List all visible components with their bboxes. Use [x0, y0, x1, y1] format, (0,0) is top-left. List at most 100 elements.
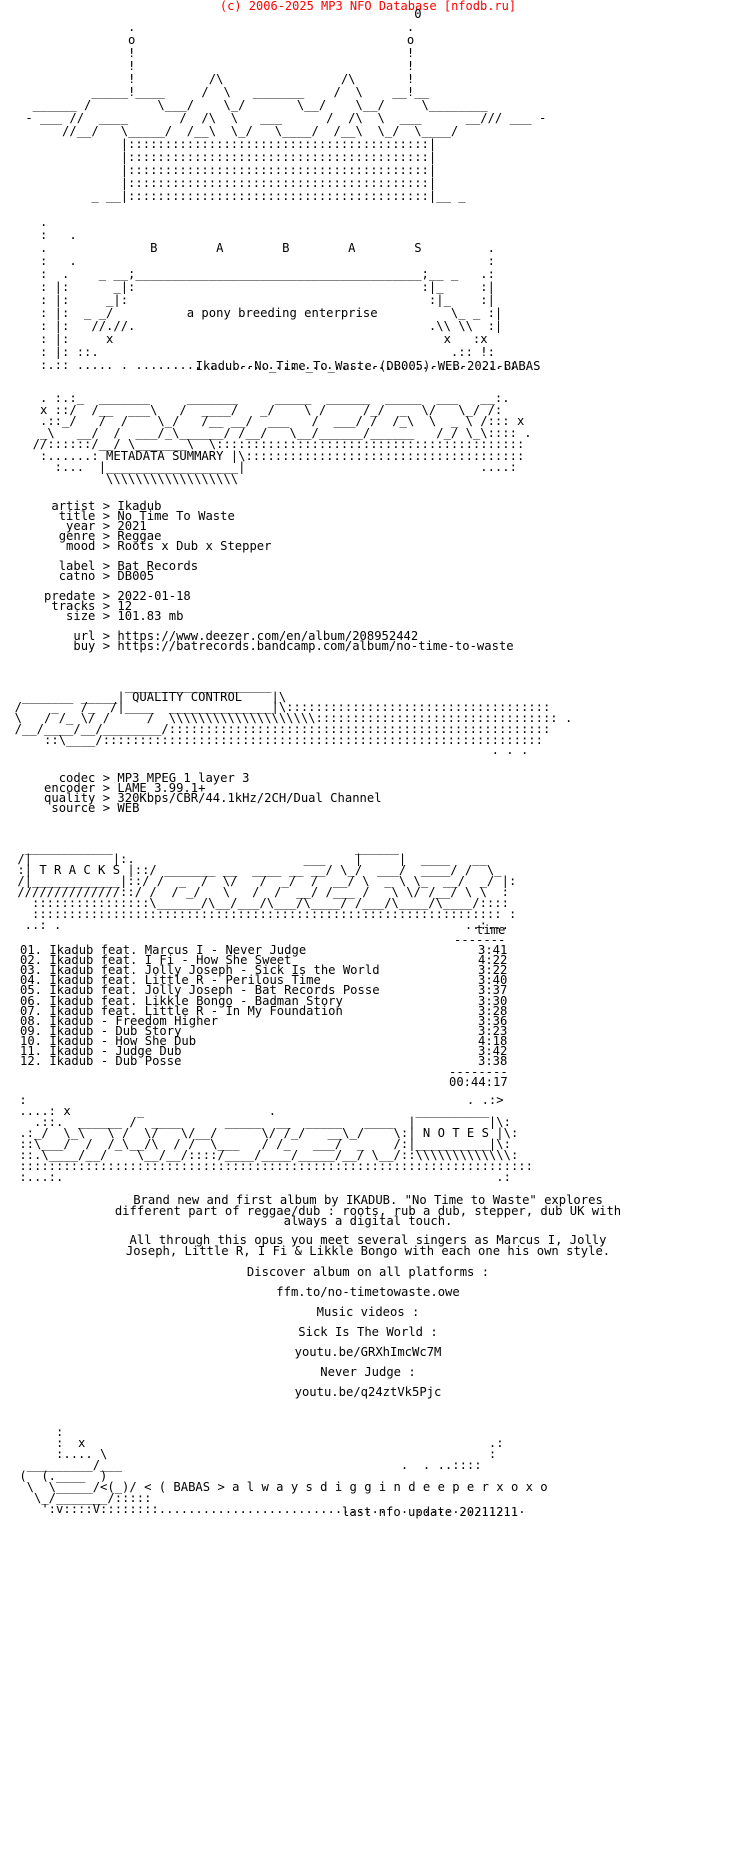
banner-art-line: :.:: ..... . ...........................… — [18, 358, 517, 372]
track-time: 3:42 — [478, 1044, 508, 1058]
notes-paragraph-1-line: different part of reggae/dub : roots, ru… — [114, 1203, 622, 1218]
metadata-key-label: label > Bat Records — [0, 559, 199, 573]
metadata-banner-line: \\\\\\\\\\\\\\\\\\ — [18, 471, 239, 486]
banner-art-line: |:::::::::::::::::::::::::::::::::::::::… — [18, 150, 437, 164]
quality-banner-line: /__/____/__/________/:::::::::::::::::::… — [0, 721, 551, 736]
track-item: 08. Ikadub - Freedom Higher — [20, 1013, 219, 1028]
metadata-banner-line: //::::::/__/ \_______\ \::::::::::::::::… — [18, 437, 525, 451]
notes-banner-line: ::::::::::::::::::::::::::::::::::::::::… — [12, 1159, 533, 1173]
notes-line: youtu.be/GRXhImcWc7M — [294, 1345, 442, 1359]
metadata-key-tracks: tracks > 12 — [0, 599, 133, 613]
metadata-banner-line: . :.:_ _______ _______ _____ ______ ____… — [18, 391, 510, 405]
notes-line: youtu.be/q24ztVk5Pjc — [294, 1385, 442, 1399]
metadata-key-catno: catno > DB005 — [0, 569, 155, 583]
track-time: 3:36 — [478, 1013, 508, 1028]
quality-banner-line: \ / /_ \/ / / \\\\\\\\\\\\\\\\\\\\::::::… — [0, 711, 573, 726]
track-time: 3:40 — [478, 973, 508, 988]
banner-art-line: 0 — [18, 7, 422, 21]
banner-art-line: |:::::::::::::::::::::::::::::::::::::::… — [18, 176, 437, 190]
quality-row-source: source > WEB — [0, 801, 140, 815]
quality-row-codec: codec > MP3 MPEG 1 layer 3 — [0, 771, 250, 785]
banner-art-line: _ __|:::::::::::::::::::::::::::::::::::… — [18, 189, 466, 203]
track-item: 10. Ikadub - How She Dub — [20, 1033, 197, 1048]
tracks-banner-line: ____________ ______ — [10, 841, 399, 855]
banner-art-line: ! ! — [18, 46, 415, 60]
footer-art-line: \_/_______/::::: — [12, 1491, 152, 1505]
notes-banner-line: .:_/ \_\ \ / \/ \/__/ \/ /_/ __\_/ \:| N… — [12, 1126, 519, 1140]
footer-art-line: : x .: — [12, 1436, 504, 1450]
track-item: 02. Ikadub feat. I Fi - How She Sweet — [20, 953, 292, 968]
tracks-total-rule: -------- — [449, 1065, 508, 1079]
quality-banner-line: _______ _____| QUALITY CONTROL |\ — [0, 689, 287, 704]
banner-art-line: ______ / \___/ \_/ \__/ \__/ \________ — [18, 98, 488, 112]
quality-banner-line: . . . — [0, 743, 529, 758]
notes-paragraph-1-line: always a digital touch. — [283, 1214, 453, 1228]
banner-art-line: : |: _ _/ a pony breeding enterprise \_ … — [18, 306, 503, 320]
notes-paragraph-2-line: All through this opus you meet several s… — [129, 1233, 607, 1247]
banner-art-line: . — [18, 215, 48, 229]
notes-banner-line: :...:. .: — [12, 1170, 511, 1184]
notes-line: ffm.to/no-timetowaste.owe — [276, 1285, 460, 1299]
tracks-banner-line: /|____________|::/ / _ / \/ / _/ / __/ \… — [10, 874, 517, 888]
footer-art-line: :.... \ : — [12, 1447, 497, 1461]
track-item: 05. Ikadub feat. Jolly Joseph - Bat Reco… — [20, 983, 380, 998]
metadata-key-artist: artist > Ikadub — [0, 499, 162, 513]
track-item: 03. Ikadub feat. Jolly Joseph - Sick Is … — [20, 963, 380, 978]
banner-art-line: //__/ \_____/ /__\ \_/ \____/ /__\ \_/ \… — [18, 124, 459, 138]
notes-banner-line: : . .:> — [12, 1093, 504, 1107]
track-time: 3:41 — [478, 943, 508, 957]
notes-line: Never Judge : — [320, 1365, 416, 1379]
metadata-key-mood: mood > Roots x Dub x Stepper — [0, 539, 272, 553]
metadata-banner-line: :......: METADATA SUMMARY |\::::::::::::… — [18, 448, 525, 463]
quality-banner-line: ::\____/::::::::::::::::::::::::::::::::… — [0, 732, 543, 747]
track-item: 07. Ikadub feat. Little R - In My Founda… — [20, 1003, 343, 1018]
banner-art-line: : |: _|: :|_ :| — [18, 280, 495, 294]
last-update: last nfo update 20211211 — [342, 1505, 519, 1519]
track-time: 3:28 — [478, 1003, 508, 1018]
quality-row-quality: quality > 320Kbps/CBR/44.1kHz/2CH/Dual C… — [0, 791, 382, 805]
notes-line: Music videos : — [316, 1305, 420, 1319]
banner-art-line: : . _ __;_______________________________… — [18, 267, 495, 281]
banner-art-line: o o — [18, 33, 415, 47]
banner-art-line: : |: _|: :|_ :| — [18, 293, 495, 307]
banner-art-line: : |: //.//. .\\ \\ :| — [18, 319, 503, 333]
tracks-banner-line: ::::::::::::::::\______/\__/___/\___/\__… — [10, 896, 509, 910]
tracks-time-header: time — [476, 923, 506, 937]
footer-art-line: ':v::::V::::::::........................… — [12, 1502, 526, 1516]
banner-art-line: ! /\ /\ ! — [18, 72, 415, 86]
notes-banner-line: ::\___/ / /_\__/\ / / \___ / /_ ___/ _ /… — [12, 1137, 511, 1151]
track-item: 04. Ikadub feat. Little R - Perilous Tim… — [20, 973, 321, 988]
metadata-banner-line: .::_/ / / \_/ /__ __/ ___ / ___/ / /_\ \… — [18, 414, 525, 428]
notes-paragraph-2-line: Joseph, Little R, I Fi & Likkle Bongo wi… — [125, 1243, 611, 1258]
track-time: 4:18 — [478, 1033, 508, 1048]
banner-art-line: : |: ::. .:: !: — [18, 345, 495, 359]
notes-paragraph-1-line: Brand new and first album by IKADUB. "No… — [133, 1193, 603, 1207]
footer-art-line: : — [12, 1425, 64, 1439]
metadata-key-url: url > https://www.deezer.com/en/album/20… — [0, 629, 419, 643]
release-name: Ikadub--No_Time_To_Waste-(DB005)-WEB-202… — [195, 359, 541, 373]
banner-art-line: |:::::::::::::::::::::::::::::::::::::::… — [18, 137, 437, 151]
metadata-key-size: size > 101.83 mb — [0, 609, 184, 623]
track-time: 3:37 — [478, 983, 508, 998]
metadata-key-title: title > No Time To Waste — [0, 509, 235, 523]
track-item: 01. Ikadub feat. Marcus I - Never Judge — [20, 943, 307, 957]
tracks-banner-line: ..: . ..:... — [10, 918, 509, 932]
track-time: 3:38 — [478, 1054, 508, 1069]
tracks-banner-line: :| T R A C K S |::/ _______ __ ____ __ _… — [10, 863, 502, 877]
quality-row-encoder: encoder > LAME 3.99.1+ — [0, 781, 206, 795]
track-time: 3:22 — [478, 963, 508, 978]
footer-art-line: \ \_____/<(_)/ < ( BABAS > a l w a y s d… — [12, 1480, 548, 1494]
banner-art-line: _____!____ / \ _______ / \ __!__ — [18, 85, 429, 99]
banner-art-line: : |: x x :x — [18, 332, 488, 346]
banner-art-line: ! ! — [18, 59, 415, 73]
tracks-banner-line: //////////////::/ / / _/ \ / / __/ /___ … — [10, 885, 509, 899]
tracks-banner-line: ::::::::::::::::::::::::::::::::::::::::… — [10, 907, 517, 921]
tracks-time-rule: ------- — [454, 933, 506, 947]
track-time: 4:22 — [478, 953, 508, 968]
metadata-key-year: year > 2021 — [0, 519, 147, 533]
track-item: 11. Ikadub - Judge Dub — [20, 1044, 182, 1058]
metadata-key-predate: predate > 2022-01-18 — [0, 589, 191, 603]
metadata-banner-line: x ::/ /__ ___\ / ____/ _/ \ / /_/ _ \/ \… — [18, 402, 503, 417]
tracks-total-time: 00:44:17 — [449, 1075, 508, 1089]
notes-line: Discover album on all platforms : — [246, 1265, 490, 1279]
